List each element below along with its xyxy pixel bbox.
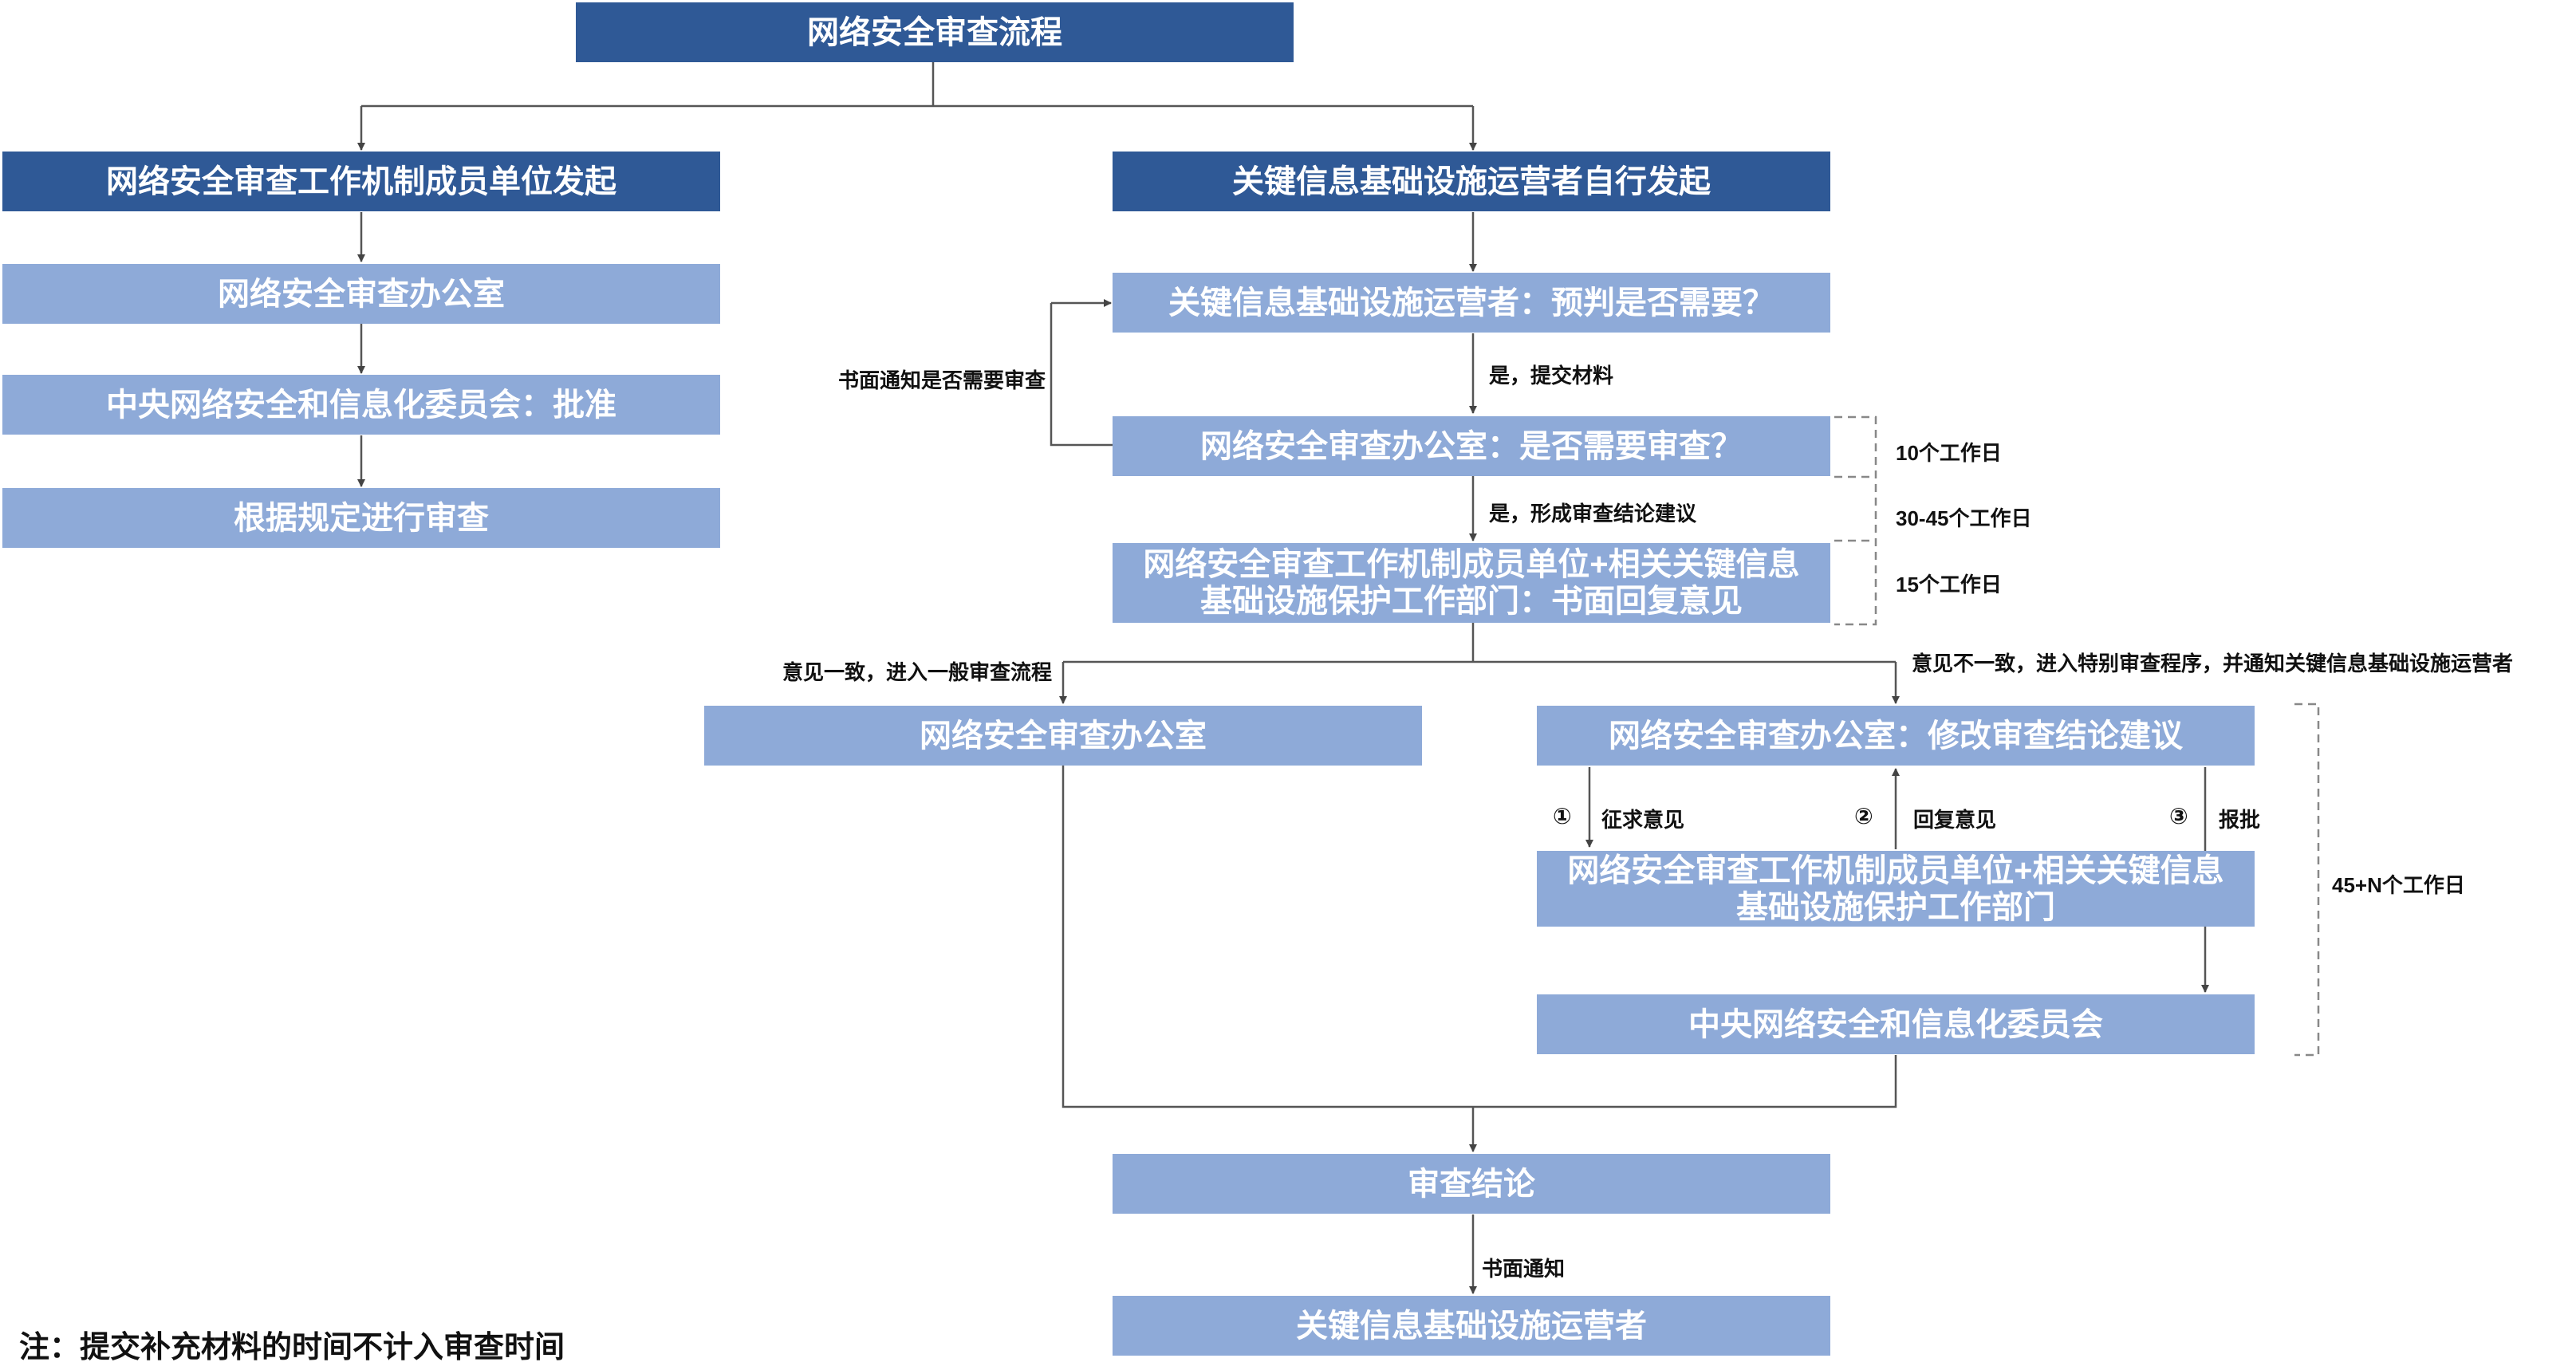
timeline-15-days: 15个工作日 — [1896, 573, 2002, 596]
label-solicit: 征求意见 — [1601, 808, 1685, 832]
label-notify-back: 书面通知是否需要审查 — [838, 368, 1046, 392]
left-branch-header: 网络安全审查工作机制成员单位发起 — [2, 152, 720, 211]
label-written-notice: 书面通知 — [1482, 1257, 1566, 1281]
right-step-office-decide: 网络安全审查办公室：是否需要审查？ — [1113, 416, 1830, 476]
special-review-office: 网络安全审查办公室：修改审查结论建议 — [1537, 706, 2255, 766]
general-review-office: 网络安全审查办公室 — [704, 706, 1422, 766]
circle-3-icon: ③ — [2169, 804, 2188, 829]
circle-1-icon: ① — [1553, 804, 1572, 829]
special-review-members: 网络安全审查工作机制成员单位+相关关键信息基础设施保护工作部门 — [1537, 851, 2255, 927]
right-step-operator-prejudge: 关键信息基础设施运营者：预判是否需要？ — [1113, 273, 1830, 333]
label-disagree: 意见不一致，进入特别审查程序，并通知关键信息基础设施运营者 — [1912, 652, 2514, 675]
label-reply: 回复意见 — [1913, 808, 1997, 832]
left-step-review-office: 网络安全审查办公室 — [2, 264, 720, 324]
label-yes-form: 是，形成审查结论建议 — [1489, 502, 1697, 526]
flow-title: 网络安全审查流程 — [576, 2, 1294, 62]
left-step-conduct-review: 根据规定进行审查 — [2, 488, 720, 548]
review-conclusion: 审查结论 — [1113, 1154, 1830, 1214]
label-agree: 意见一致，进入一般审查流程 — [782, 660, 1053, 684]
left-step-committee-approve: 中央网络安全和信息化委员会：批准 — [2, 375, 720, 435]
timeline-10-days: 10个工作日 — [1896, 441, 2002, 465]
special-review-committee: 中央网络安全和信息化委员会 — [1537, 994, 2255, 1054]
label-yes-submit: 是，提交材料 — [1489, 364, 1614, 388]
footnote: 注：提交补充材料的时间不计入审查时间 — [19, 1331, 565, 1364]
circle-2-icon: ② — [1854, 804, 1873, 829]
timeline-30-45-days: 30-45个工作日 — [1896, 506, 2032, 530]
right-step-written-reply: 网络安全审查工作机制成员单位+相关关键信息基础设施保护工作部门：书面回复意见 — [1113, 543, 1830, 623]
label-report: 报批 — [2219, 808, 2261, 832]
right-branch-header: 关键信息基础设施运营者自行发起 — [1113, 152, 1830, 211]
final-operator: 关键信息基础设施运营者 — [1113, 1296, 1830, 1356]
timeline-45n-days: 45+N个工作日 — [2332, 873, 2465, 897]
